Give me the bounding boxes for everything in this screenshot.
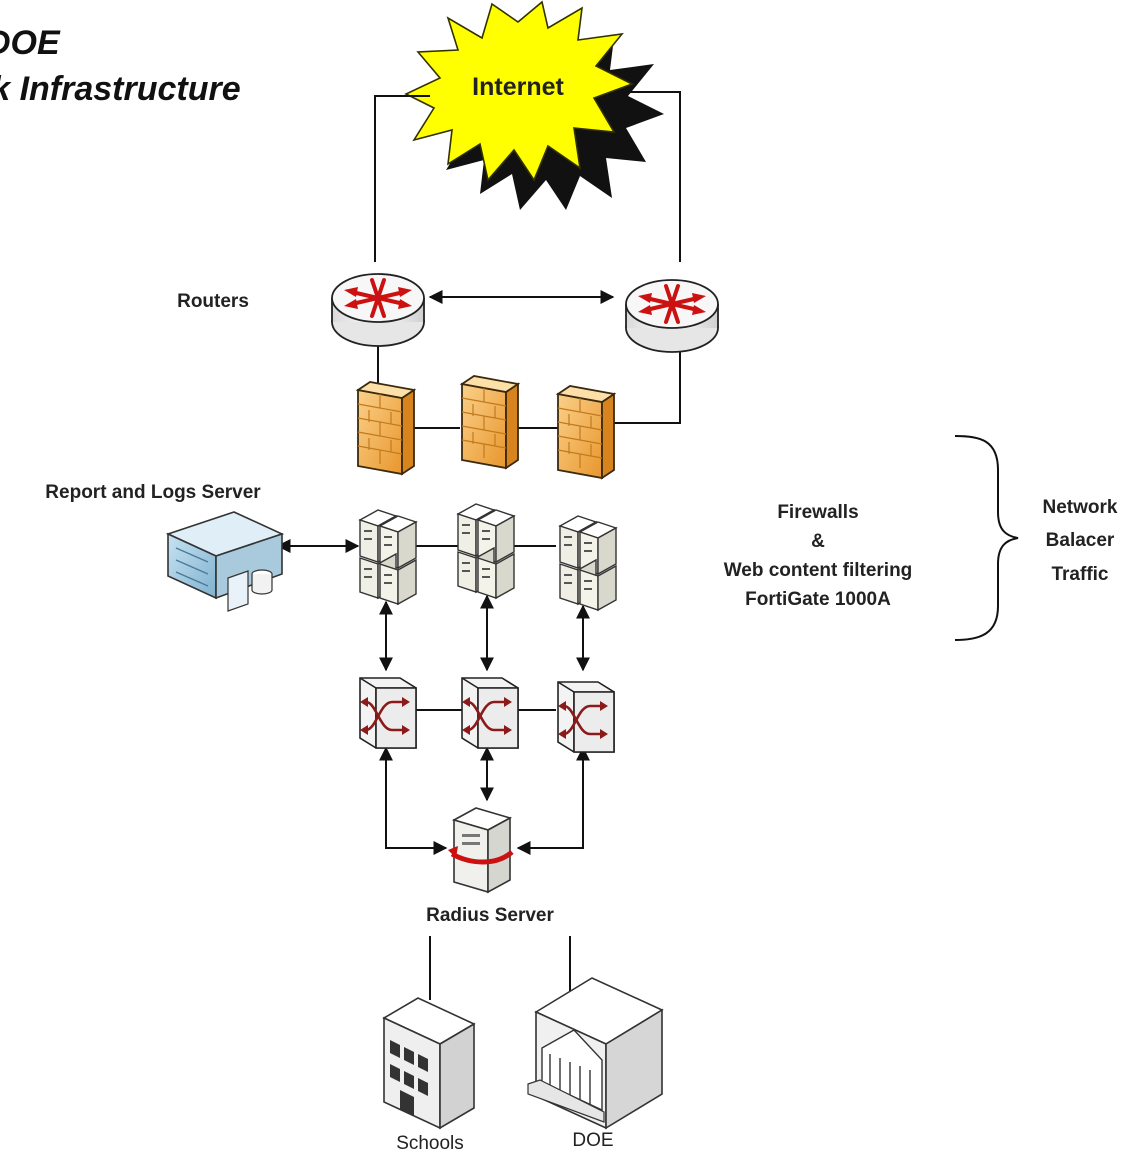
firewall-note-line-3: Web content filtering <box>724 560 913 581</box>
switch-1-icon <box>358 676 418 750</box>
firewall-note-line-1: Firewalls <box>777 502 858 523</box>
server-stack-2-icon <box>457 503 515 599</box>
curly-brace <box>954 435 1019 641</box>
brace-note-line-3: Traffic <box>1051 564 1108 585</box>
firewall-2-icon <box>461 375 519 469</box>
radius-server-label: Radius Server <box>426 905 554 926</box>
title-line-1: DOE <box>0 24 61 62</box>
doe-label: DOE <box>572 1130 613 1151</box>
report-server-label: Report and Logs Server <box>45 482 261 503</box>
routers-label: Routers <box>177 291 249 312</box>
firewall-note: Firewalls & Web content filtering FortiG… <box>724 502 913 610</box>
server-stack-3-icon <box>559 515 617 611</box>
internet-cloud-icon <box>404 0 664 210</box>
firewall-3-icon <box>557 385 615 479</box>
brace-note: Network Balacer Traffic <box>1043 497 1118 585</box>
brace-note-line-2: Balacer <box>1046 530 1115 551</box>
firewall-1-icon <box>357 381 415 475</box>
wires <box>276 91 681 1000</box>
server-stack-1-icon <box>359 509 417 605</box>
switch-2-icon <box>460 676 520 750</box>
firewall-note-line-4: FortiGate 1000A <box>745 589 891 610</box>
firewall-note-line-2: & <box>811 531 825 552</box>
radius-server-icon <box>448 807 514 894</box>
switch-3-icon <box>556 680 616 754</box>
router-left-icon <box>330 272 426 348</box>
report-server-icon <box>165 511 285 612</box>
router-right-icon <box>624 278 720 354</box>
schools-building-icon <box>382 997 476 1130</box>
internet-label: Internet <box>472 73 564 101</box>
brace-note-line-1: Network <box>1043 497 1118 518</box>
title-line-2: rk Infrastructure <box>0 70 241 108</box>
schools-label: Schools <box>396 1133 464 1154</box>
doe-building-icon <box>527 977 664 1130</box>
